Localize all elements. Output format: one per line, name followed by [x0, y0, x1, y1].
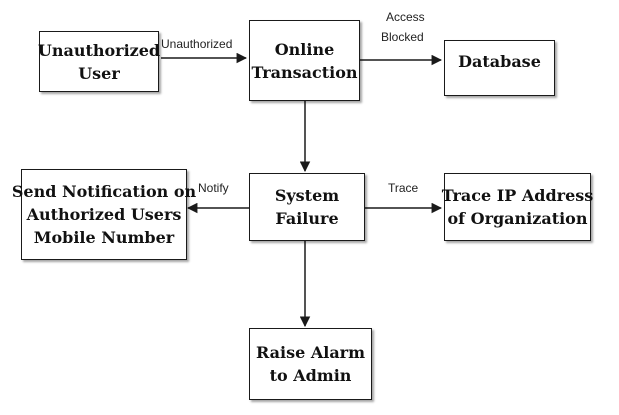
edge-label-notify: Notify: [198, 181, 229, 195]
node-unauthorized-user-line-2: User: [78, 63, 120, 83]
node-trace-ip-line-2: of Organization: [447, 209, 588, 228]
node-send-notification-line-2: Authorized Users: [26, 205, 182, 224]
node-system-failure-line-2: Failure: [275, 209, 339, 228]
edge-label-trace: Trace: [388, 181, 419, 195]
edge-label-access: Access: [386, 10, 425, 24]
node-raise-alarm: Raise Alarm to Admin: [249, 328, 372, 400]
edge-label-blocked: Blocked: [381, 30, 424, 44]
node-online-transaction-line-2: Transaction: [251, 62, 358, 82]
node-database-line-1: Database: [458, 52, 541, 71]
node-unauthorized-user-line-1: Unauthorized: [37, 40, 161, 60]
node-send-notification-line-3: Mobile Number: [33, 228, 175, 247]
node-online-transaction: Online Transaction: [249, 20, 360, 101]
edge-label-unauthorized: Unauthorized: [161, 37, 233, 51]
node-system-failure: System Failure: [249, 173, 365, 241]
node-database: Database: [444, 40, 555, 96]
node-raise-alarm-line-2: to Admin: [269, 366, 352, 385]
node-send-notification: Send Notification on Authorized Users Mo…: [12, 169, 196, 260]
node-send-notification-line-1: Send Notification on: [11, 182, 197, 201]
node-online-transaction-line-1: Online: [274, 39, 335, 59]
node-trace-ip-line-1: Trace IP Address: [441, 186, 594, 205]
node-unauthorized-user: Unauthorized User: [37, 31, 161, 92]
node-system-failure-line-1: System: [274, 186, 340, 205]
node-raise-alarm-line-1: Raise Alarm: [255, 343, 366, 362]
node-trace-ip: Trace IP Address of Organization: [441, 173, 594, 241]
